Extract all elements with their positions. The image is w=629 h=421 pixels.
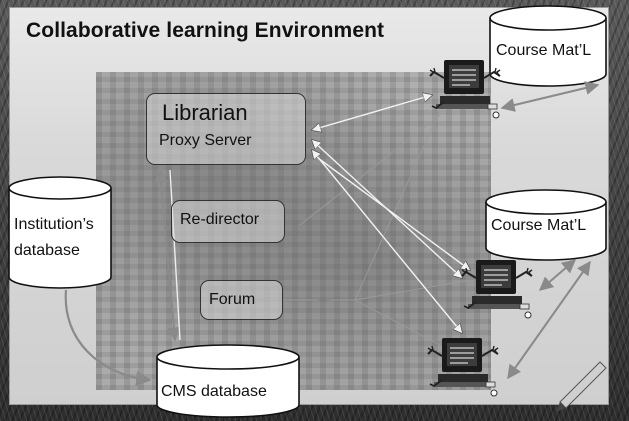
cms-database-label: CMS database	[161, 383, 267, 400]
course-material-middle-cylinder: Course Mat’L	[485, 189, 607, 261]
librarian-cms-arrows	[154, 168, 181, 342]
course-material-top-cylinder: Course Mat’L	[489, 5, 607, 87]
forum-label: Forum	[209, 291, 256, 308]
thin-connector-lines	[283, 109, 471, 346]
institution-database-label-line2: database	[14, 242, 80, 259]
librarian-computer-arrows	[312, 95, 470, 333]
pen-decoration-icon	[556, 361, 607, 412]
computer-bottom-icon	[427, 337, 499, 397]
slide-title: Collaborative learning Environment	[26, 19, 385, 42]
course-material-top-label: Course Mat’L	[496, 42, 591, 59]
librarian-subtitle: Proxy Server	[159, 132, 252, 149]
redirector-box: Re-director	[171, 200, 285, 243]
institution-database-cylinder: Institution’s database	[8, 176, 112, 289]
librarian-title: Librarian	[162, 100, 248, 125]
computer-middle-icon	[461, 259, 533, 319]
course-material-middle-label: Course Mat’L	[491, 217, 586, 234]
forum-box: Forum	[200, 280, 283, 320]
institution-to-cms-arrow	[64, 289, 152, 387]
redirector-label: Re-director	[180, 211, 260, 228]
institution-database-label-line1: Institution’s	[14, 216, 94, 233]
computer-course-arrows	[500, 81, 600, 380]
librarian-proxy-server-box: Librarian Proxy Server	[146, 93, 306, 165]
cms-database-cylinder: CMS database	[156, 344, 300, 418]
